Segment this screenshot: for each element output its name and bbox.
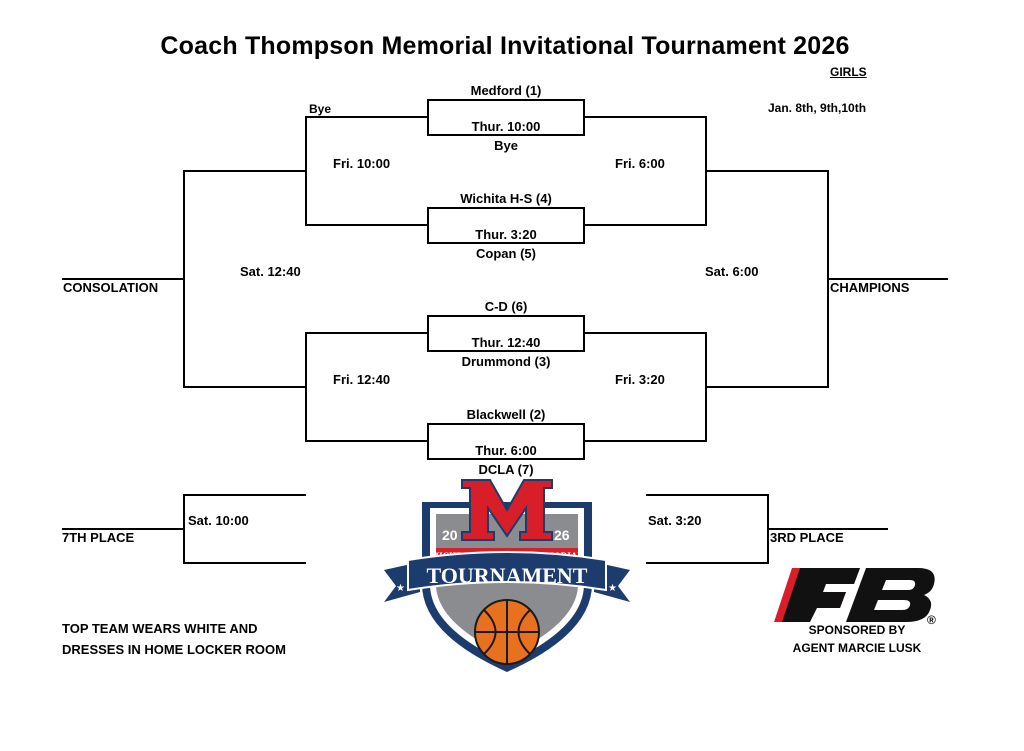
logo-star-left: ★ [396, 583, 405, 594]
seventh-place-label: 7TH PLACE [62, 530, 135, 545]
champ-fri-top-time: Fri. 6:00 [615, 156, 665, 171]
game1-top-team: Medford (1) [470, 83, 542, 98]
logo-letter-m [461, 479, 553, 541]
third-place-bracket [646, 494, 769, 564]
game3-time: Thur. 12:40 [471, 335, 541, 350]
seventh-place-time: Sat. 10:00 [188, 513, 249, 528]
logo-year-left: 20 [442, 527, 458, 543]
seventh-place-bracket [183, 494, 306, 564]
game4-bottom-team: DCLA (7) [478, 462, 534, 477]
game-box-3 [427, 315, 585, 352]
champ-sat-bracket [706, 170, 829, 388]
consolation-fri-bottom-time: Fri. 12:40 [333, 372, 391, 387]
game2-bottom-team: Copan (5) [476, 246, 536, 261]
third-place-label: 3RD PLACE [770, 530, 844, 545]
division-label: GIRLS [830, 65, 867, 79]
game1-time: Thur. 10:00 [471, 119, 541, 134]
page-title: Coach Thompson Memorial Invitational Tou… [160, 32, 850, 60]
third-place-time: Sat. 3:20 [648, 513, 702, 528]
game-box-2 [427, 207, 585, 244]
tournament-logo: 20 26 MICHEAL THOMPSON MEMORIAL TOURNAME… [384, 479, 630, 672]
logo-banner-text: TOURNAMENT [427, 563, 588, 588]
champ-fri-bottom-bracket [584, 332, 707, 442]
sponsor-line1: SPONSORED BY [808, 623, 906, 637]
game3-bottom-team: Drummond (3) [461, 354, 551, 369]
sponsor-logo-b [846, 568, 935, 622]
game-box-4 [427, 423, 585, 460]
uniform-note-line1: TOP TEAM WEARS WHITE AND [62, 621, 258, 636]
registered-mark: ® [927, 613, 936, 627]
champions-label: CHAMPIONS [830, 280, 910, 295]
champ-fri-bottom-time: Fri. 3:20 [615, 372, 665, 387]
logo-year-right: 26 [554, 527, 570, 543]
game2-top-team: Wichita H-S (4) [460, 191, 552, 206]
game1-bottom-team: Bye [494, 138, 518, 153]
consolation-fri-top-time: Fri. 10:00 [333, 156, 391, 171]
consolation-label: CONSOLATION [63, 280, 159, 295]
game4-top-team: Blackwell (2) [466, 407, 546, 422]
consolation-fri-top-bracket [305, 116, 428, 226]
consolation-sat-time: Sat. 12:40 [240, 264, 301, 279]
champ-fri-top-bracket [584, 116, 707, 226]
sponsor-logo [774, 568, 935, 622]
sponsor-line2: AGENT MARCIE LUSK [792, 641, 922, 655]
game3-top-team: C-D (6) [484, 299, 528, 314]
consolation-bye-label: Bye [309, 102, 332, 116]
logo-star-right: ★ [608, 583, 617, 594]
consolation-sat-bracket [183, 170, 306, 388]
uniform-note-line2: DRESSES IN HOME LOCKER ROOM [62, 642, 286, 657]
game-box-1 [427, 99, 585, 136]
consolation-fri-bottom-bracket [305, 332, 428, 442]
game4-time: Thur. 6:00 [475, 443, 537, 458]
game2-time: Thur. 3:20 [475, 227, 537, 242]
tournament-dates: Jan. 8th, 9th,10th [768, 101, 867, 115]
champ-sat-time: Sat. 6:00 [705, 264, 759, 279]
